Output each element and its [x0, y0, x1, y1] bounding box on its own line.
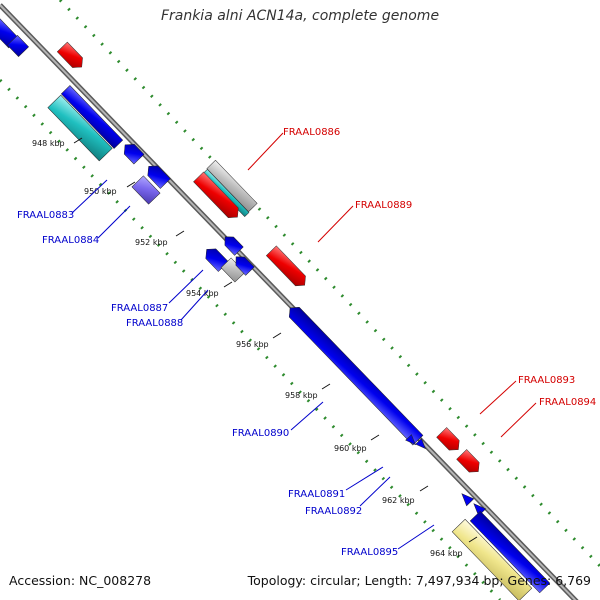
gene-blue-top-1 [0, 17, 20, 49]
tick-label: 962 kbp [382, 496, 415, 505]
tick-label: 952 kbp [135, 238, 168, 247]
label-fraal0890[interactable]: FRAAL0890 [232, 428, 289, 439]
forward-genes [56, 41, 480, 473]
gene-fraal0884 [131, 175, 161, 205]
gene-blue-small-1 [461, 493, 475, 507]
label-fraal0883[interactable]: FRAAL0883 [17, 210, 74, 221]
gene-blue-top-2 [7, 35, 29, 57]
label-fraal0894[interactable]: FRAAL0894 [539, 397, 596, 408]
gene-blue-bottom [469, 510, 551, 594]
gene-fraal0892 [415, 438, 426, 450]
forward-labels: FRAAL0886 FRAAL0889 FRAAL0893 FRAAL0894 [247, 127, 596, 438]
genome-summary-text: Topology: circular; Length: 7,497,934 bp… [247, 573, 591, 588]
gene-blue-right [235, 256, 255, 276]
gene-fraal0887b [224, 236, 244, 256]
gene-fraal0883 [123, 144, 145, 165]
genome-title: Frankia alni ACN14a, complete genome [160, 8, 440, 24]
label-fraal0886[interactable]: FRAAL0886 [283, 127, 340, 138]
forward-outer-track [58, 0, 600, 568]
label-fraal0893[interactable]: FRAAL0893 [518, 375, 575, 386]
tick-label: 948 kbp [32, 139, 65, 148]
gene-fraal0894 [456, 449, 480, 473]
scale-ticks: 948 kbp 950 kbp 952 kbp 954 kbp 956 kbp … [32, 137, 478, 558]
reverse-genes [0, 17, 551, 600]
label-fraal0891[interactable]: FRAAL0891 [288, 489, 345, 500]
gene-fraal0886-cyan [202, 168, 250, 218]
tick-label: 956 kbp [236, 340, 269, 349]
tick-label: 958 kbp [285, 391, 318, 400]
tick-label: 954 kbp [186, 289, 219, 298]
label-fraal0884[interactable]: FRAAL0884 [42, 235, 99, 246]
gene-fraal0890 [288, 307, 424, 446]
gene-fraal0883-cyan [47, 94, 113, 162]
gene-blue-mid [147, 165, 171, 189]
accession-text: Accession: NC_008278 [9, 573, 152, 588]
gene-fraal0891 [405, 434, 416, 446]
gene-fraal0886 [193, 171, 239, 218]
label-fraal0889[interactable]: FRAAL0889 [355, 200, 412, 211]
gene-blue-small-2 [473, 503, 487, 517]
tick-label: 964 kbp [430, 549, 463, 558]
reverse-labels: FRAAL0883 FRAAL0884 FRAAL0887 FRAAL0888 … [17, 179, 435, 558]
gene-fraal0893 [436, 427, 460, 451]
gene-red-1 [56, 41, 83, 68]
gene-blue-long-1 [60, 85, 124, 149]
gene-fraal0889 [265, 245, 306, 287]
genome-backbone [0, 3, 579, 600]
reverse-outer-track [0, 78, 502, 600]
label-fraal0887[interactable]: FRAAL0887 [111, 303, 168, 314]
tick-label: 950 kbp [84, 187, 117, 196]
label-fraal0892[interactable]: FRAAL0892 [305, 506, 362, 517]
label-fraal0888[interactable]: FRAAL0888 [126, 318, 183, 329]
label-fraal0895[interactable]: FRAAL0895 [341, 547, 398, 558]
tick-label: 960 kbp [334, 444, 367, 453]
